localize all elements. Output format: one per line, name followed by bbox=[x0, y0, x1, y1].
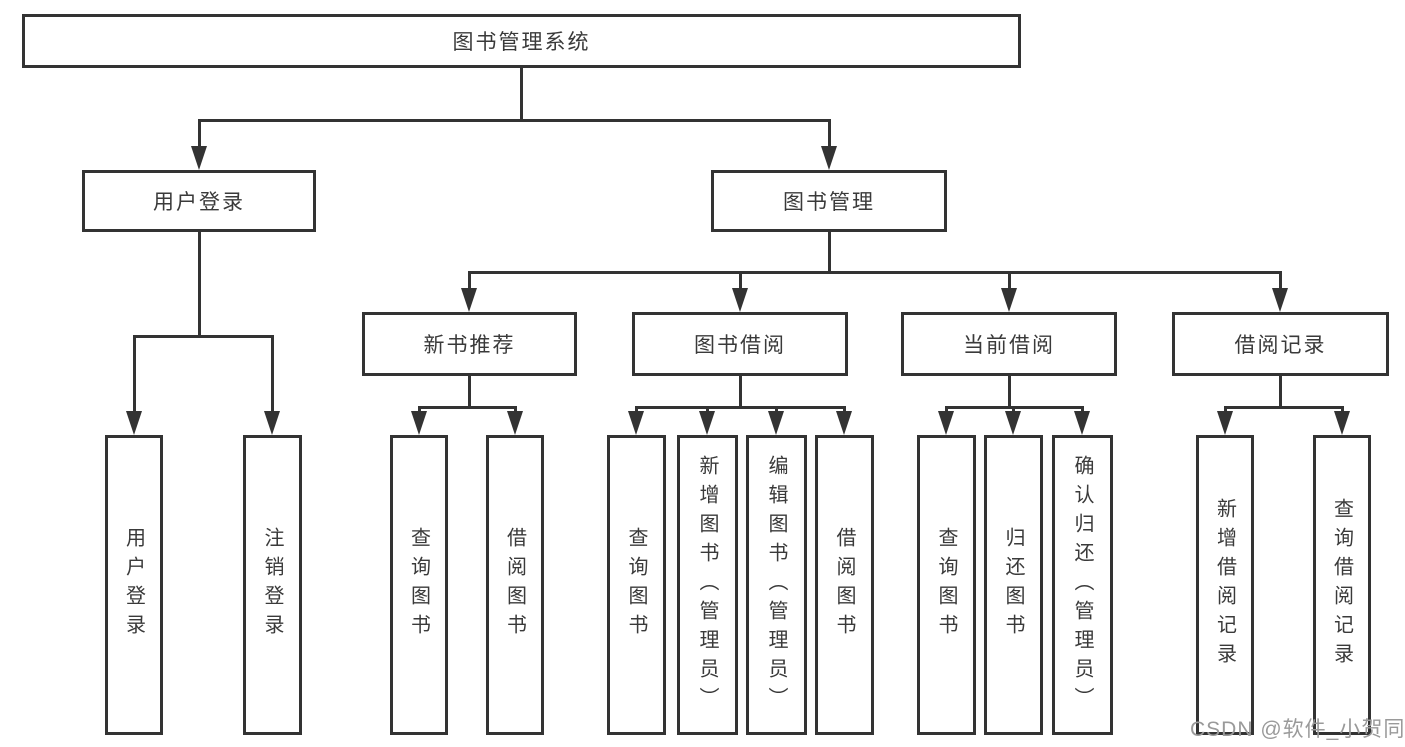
arrow-line-to-b-edit bbox=[775, 406, 778, 415]
arrowhead-to-new-borrow bbox=[507, 411, 523, 435]
arrowhead-to-records bbox=[1272, 288, 1288, 312]
leaf-query-books-2: 查询图书 bbox=[607, 435, 666, 735]
connector-bar-user bbox=[133, 335, 274, 338]
leaf-confirm-return-admin: 确认归还（管理员） bbox=[1052, 435, 1113, 735]
arrow-line-to-records bbox=[1279, 271, 1282, 291]
node-new-book-recommend: 新书推荐 bbox=[362, 312, 577, 376]
arrow-line-to-r-query bbox=[1341, 406, 1344, 415]
arrow-line-to-c-query bbox=[945, 406, 948, 415]
leaf-query-borrow-record: 查询借阅记录 bbox=[1313, 435, 1371, 735]
arrowhead-to-b-query bbox=[628, 411, 644, 435]
arrowhead-to-newrec bbox=[461, 288, 477, 312]
arrow-line-to-borrow bbox=[739, 271, 742, 291]
arrow-line-to-new-borrow bbox=[514, 406, 517, 415]
arrow-line-to-book bbox=[828, 119, 831, 149]
arrowhead-to-c-confirm bbox=[1074, 411, 1090, 435]
arrowhead-to-book bbox=[821, 146, 837, 170]
leaf-edit-books-admin: 编辑图书（管理员） bbox=[746, 435, 807, 735]
connector-bar-newrec bbox=[418, 406, 517, 409]
arrowhead-to-current bbox=[1001, 288, 1017, 312]
arrowhead-to-c-return bbox=[1005, 411, 1021, 435]
arrowhead-to-c-query bbox=[938, 411, 954, 435]
csdn-watermark: CSDN @软件_小贺同学 bbox=[1190, 718, 1405, 741]
node-book-borrowing: 图书借阅 bbox=[632, 312, 848, 376]
arrow-line-to-c-confirm bbox=[1081, 406, 1084, 415]
connector-records-stem bbox=[1279, 376, 1282, 409]
connector-bar-level1 bbox=[198, 119, 831, 122]
arrow-line-to-newrec bbox=[468, 271, 471, 291]
arrowhead-to-user-login bbox=[126, 411, 142, 435]
node-library-management-system: 图书管理系统 bbox=[22, 14, 1021, 68]
connector-newrec-stem bbox=[468, 376, 471, 409]
leaf-borrow-books-2: 借阅图书 bbox=[815, 435, 874, 735]
node-book-management: 图书管理 bbox=[711, 170, 947, 232]
arrowhead-to-r-add bbox=[1217, 411, 1233, 435]
connector-borrow-stem bbox=[739, 376, 742, 409]
arrow-line-to-b-borrow bbox=[843, 406, 846, 415]
leaf-user-login: 用户登录 bbox=[105, 435, 163, 735]
connector-current-stem bbox=[1008, 376, 1011, 409]
leaf-query-books-3: 查询图书 bbox=[917, 435, 976, 735]
connector-bar-book bbox=[468, 271, 1282, 274]
arrowhead-to-b-borrow bbox=[836, 411, 852, 435]
arrowhead-to-user-logout bbox=[264, 411, 280, 435]
leaf-borrow-books-1: 借阅图书 bbox=[486, 435, 544, 735]
arrowhead-to-new-query bbox=[411, 411, 427, 435]
arrow-line-to-current bbox=[1008, 271, 1011, 291]
arrowhead-to-b-edit bbox=[768, 411, 784, 435]
connector-bar-records bbox=[1224, 406, 1344, 409]
leaf-user-logout: 注销登录 bbox=[243, 435, 302, 735]
leaf-query-books-1: 查询图书 bbox=[390, 435, 448, 735]
arrow-line-to-user-login bbox=[133, 335, 136, 413]
connector-book-stem bbox=[828, 232, 831, 274]
connector-bar-borrow bbox=[635, 406, 846, 409]
arrow-line-to-user-logout bbox=[271, 335, 274, 413]
arrow-line-to-user bbox=[198, 119, 201, 149]
arrow-line-to-b-query bbox=[635, 406, 638, 415]
arrowhead-to-borrow bbox=[732, 288, 748, 312]
connector-root-stem bbox=[520, 68, 523, 122]
arrowhead-to-b-add bbox=[699, 411, 715, 435]
connector-user-stem bbox=[198, 232, 201, 338]
arrowhead-to-user bbox=[191, 146, 207, 170]
arrow-line-to-b-add bbox=[706, 406, 709, 415]
leaf-add-books-admin: 新增图书（管理员） bbox=[677, 435, 738, 735]
arrowhead-to-r-query bbox=[1334, 411, 1350, 435]
node-current-borrowing: 当前借阅 bbox=[901, 312, 1117, 376]
leaf-add-borrow-record: 新增借阅记录 bbox=[1196, 435, 1254, 735]
node-borrow-records: 借阅记录 bbox=[1172, 312, 1389, 376]
arrow-line-to-r-add bbox=[1224, 406, 1227, 415]
node-user-login-group: 用户登录 bbox=[82, 170, 316, 232]
arrow-line-to-new-query bbox=[418, 406, 421, 415]
leaf-return-books: 归还图书 bbox=[984, 435, 1043, 735]
arrow-line-to-c-return bbox=[1012, 406, 1015, 415]
